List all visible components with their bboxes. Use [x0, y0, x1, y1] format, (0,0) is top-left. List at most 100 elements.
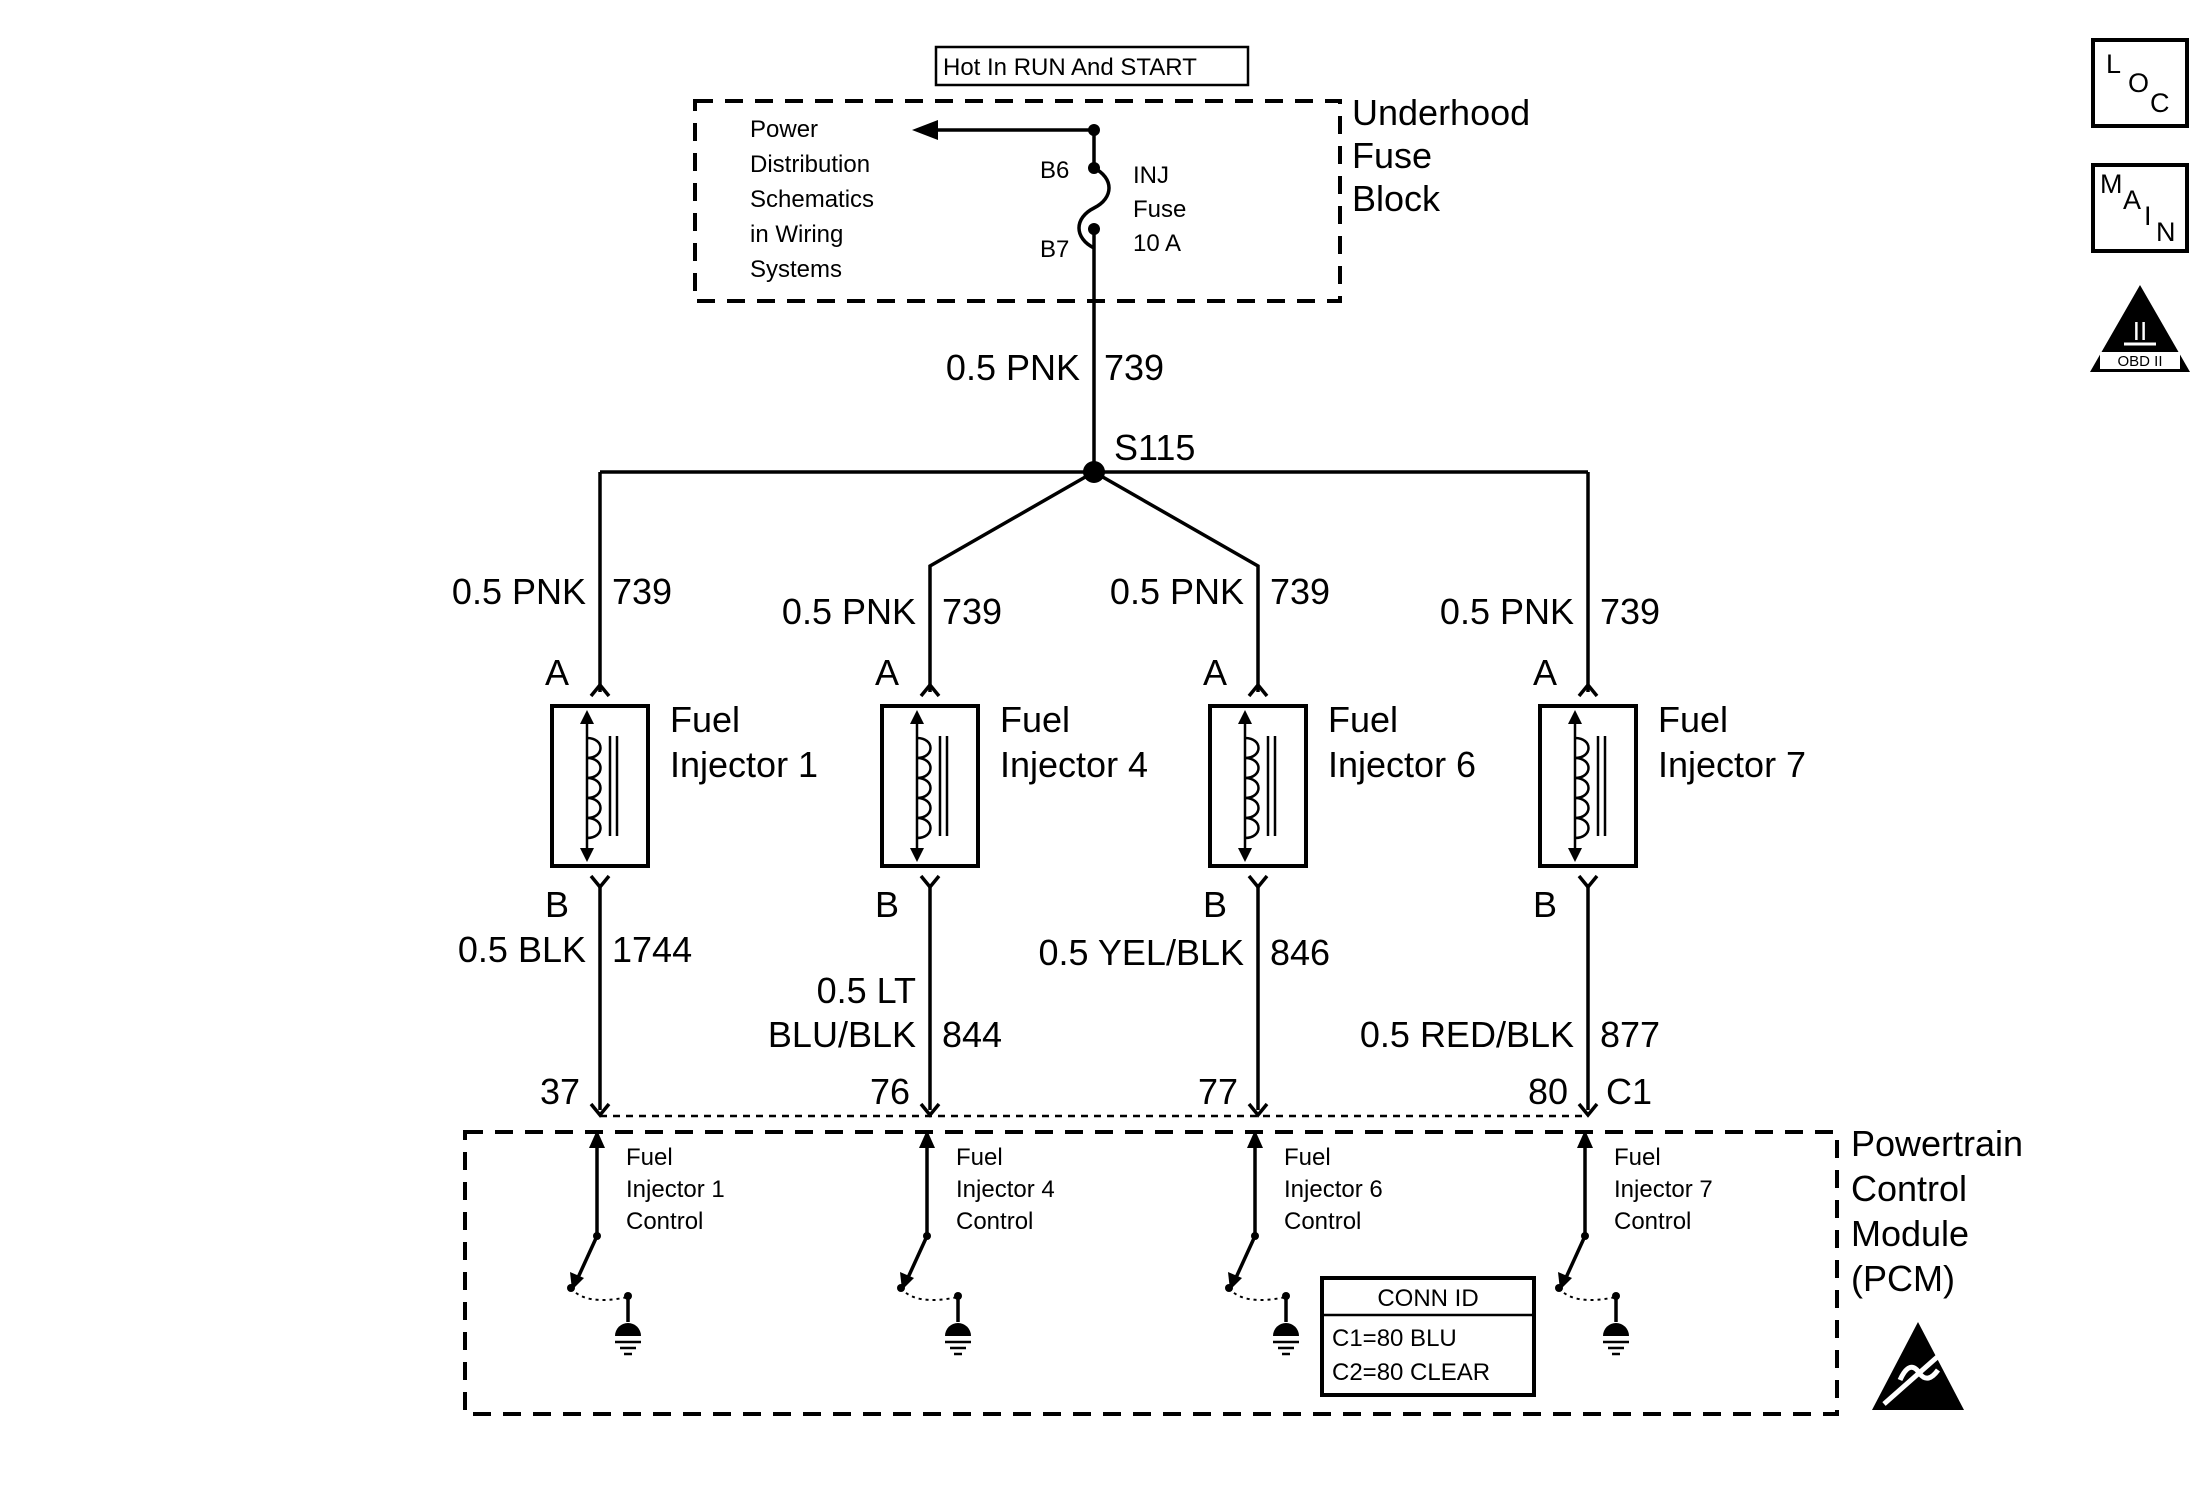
injector-2-pin-a: A: [875, 652, 899, 693]
splice-label: S115: [1114, 427, 1195, 468]
injector-4-pcm-pin: 80: [1528, 1071, 1568, 1112]
injector-2-bottom-wire-gauge-2: BLU/BLK: [768, 1014, 916, 1055]
fuse-label-line-1: INJ: [1133, 162, 1169, 189]
obd-roman-label: II: [2133, 316, 2147, 346]
control-arrow-icon: [919, 1130, 935, 1148]
loc-letter-c: C: [2150, 88, 2170, 118]
injector-3-bottom-wire-gauge-1: 0.5 YEL/BLK: [1039, 932, 1245, 973]
fuse-label-line-3: 10 A: [1133, 230, 1181, 257]
fuse-pin-b6: B6: [1040, 157, 1069, 184]
power-ref-line-3: Schematics: [750, 186, 874, 213]
control-arrow-icon: [589, 1130, 605, 1148]
injector-3-name-line-1: Fuel: [1328, 699, 1398, 740]
injector-3-pin-a: A: [1203, 652, 1227, 693]
injector-4-bottom-wire-circuit: 877: [1600, 1014, 1660, 1055]
injector-coil-icon: [1574, 736, 1590, 840]
injector-3-pcm-pin: 77: [1198, 1071, 1238, 1112]
conn-id-line-1: C1=80 BLU: [1332, 1325, 1457, 1352]
injector-1-name-line-2: Injector 1: [670, 744, 818, 785]
injector-2-bottom-wire-gauge-1: 0.5 LT: [817, 970, 916, 1011]
power-ref-line-1: Power: [750, 116, 818, 143]
injector-2-pin-b: B: [875, 884, 899, 925]
injector-4-name-line-1: Fuel: [1658, 699, 1728, 740]
power-ref-line-2: Distribution: [750, 151, 870, 178]
injector-3-top-wire-gauge: 0.5 PNK: [1110, 571, 1244, 612]
pcm-title-line-4: (PCM): [1851, 1258, 1955, 1299]
obd-ii-icon[interactable]: II OBD II: [2090, 285, 2190, 372]
pin-a-connector-icon: [1247, 682, 1269, 698]
injector-1-bottom-wire-circuit: 1744: [612, 929, 692, 970]
injector-3-top-wire-circuit: 739: [1270, 571, 1330, 612]
fuse-block-title-line-2: Fuse: [1352, 135, 1432, 176]
underhood-fuse-block: Underhood Fuse Block Power Distribution …: [693, 92, 1530, 303]
injector-2-pcm-pin: 76: [870, 1071, 910, 1112]
connector-c1-label: C1: [1606, 1071, 1652, 1112]
injector-1-bottom-wire-gauge-1: 0.5 BLK: [458, 929, 586, 970]
control-arrow-icon: [1577, 1130, 1593, 1148]
esd-warning-icon: [1872, 1322, 1964, 1410]
feed-wire-circuit: 739: [1104, 347, 1164, 388]
injector-3-name-line-2: Injector 6: [1328, 744, 1476, 785]
main-letter-n: N: [2156, 217, 2176, 247]
injector-1-control-line-1: Fuel: [626, 1144, 673, 1171]
conn-id-box: CONN ID C1=80 BLU C2=80 CLEAR: [1320, 1276, 1536, 1397]
injector-2-bottom-wire-circuit: 844: [942, 1014, 1002, 1055]
power-ref-arrow-icon: [912, 120, 938, 140]
feed-wire-gauge-color: 0.5 PNK: [946, 347, 1080, 388]
injector-3-control-line-1: Fuel: [1284, 1144, 1331, 1171]
power-ref-line-4: in Wiring: [750, 221, 843, 248]
loc-icon[interactable]: L O C: [2091, 38, 2189, 128]
injector-3-control-line-2: Injector 6: [1284, 1176, 1383, 1203]
fuse-block-title-line-3: Block: [1352, 178, 1441, 219]
control-switch-icon: [1232, 1235, 1257, 1283]
injector-2-top-wire-gauge: 0.5 PNK: [782, 591, 916, 632]
injector-4-bottom-wire-gauge-1: 0.5 RED/BLK: [1360, 1014, 1574, 1055]
injector-2-name-line-2: Injector 4: [1000, 744, 1148, 785]
fuse-block-title-line-1: Underhood: [1352, 92, 1530, 133]
injector-4-control-line-3: Control: [1614, 1208, 1691, 1235]
pin-a-connector-icon: [919, 682, 941, 698]
ground-icon: [1603, 1323, 1629, 1356]
control-switch-icon: [904, 1235, 929, 1283]
control-arrow-icon: [1247, 1130, 1263, 1148]
feed-wire: 0.5 PNK 739: [946, 229, 1164, 472]
main-icon[interactable]: M A I N: [2091, 163, 2189, 253]
loc-letter-o: O: [2128, 68, 2149, 98]
obd-label: OBD II: [2117, 353, 2162, 370]
injector-3-bottom-wire-circuit: 846: [1270, 932, 1330, 973]
splice-s115: S115: [598, 427, 1590, 572]
hot-in-run-start-box: Hot In RUN And START: [934, 45, 1250, 87]
injector-4-top-wire-gauge: 0.5 PNK: [1440, 591, 1574, 632]
injector-4-name-line-2: Injector 7: [1658, 744, 1806, 785]
hot-in-run-start-label: Hot In RUN And START: [943, 54, 1197, 81]
injector-3-pin-b: B: [1203, 884, 1227, 925]
injector-2-top-wire-circuit: 739: [942, 591, 1002, 632]
injector-1-pin-a: A: [545, 652, 569, 693]
fuse-label-line-2: Fuse: [1133, 196, 1186, 223]
loc-letter-l: L: [2106, 49, 2121, 79]
injector-1-top-wire-circuit: 739: [612, 571, 672, 612]
injector-coil-icon: [1244, 736, 1260, 840]
injector-4-pin-b: B: [1533, 884, 1557, 925]
pcm-title-line-3: Module: [1851, 1213, 1969, 1254]
injector-1-control-line-2: Injector 1: [626, 1176, 725, 1203]
ground-icon: [945, 1323, 971, 1356]
injector-2-name-line-1: Fuel: [1000, 699, 1070, 740]
injector-2-control-line-1: Fuel: [956, 1144, 1003, 1171]
injector-2-control-line-2: Injector 4: [956, 1176, 1055, 1203]
control-switch-icon: [574, 1235, 599, 1283]
fuse-symbol-icon: [1077, 166, 1111, 250]
control-switch-icon: [1562, 1235, 1587, 1283]
pin-a-connector-icon: [1577, 682, 1599, 698]
injector-4-control-line-1: Fuel: [1614, 1144, 1661, 1171]
injector-1-name-line-1: Fuel: [670, 699, 740, 740]
power-ref-line-5: Systems: [750, 256, 842, 283]
pcm-title-line-1: Powertrain: [1851, 1123, 2023, 1164]
fuse-pin-b7: B7: [1040, 236, 1069, 263]
main-letter-a: A: [2123, 185, 2141, 215]
pcm-pin-connector-icon: [1247, 1102, 1269, 1118]
